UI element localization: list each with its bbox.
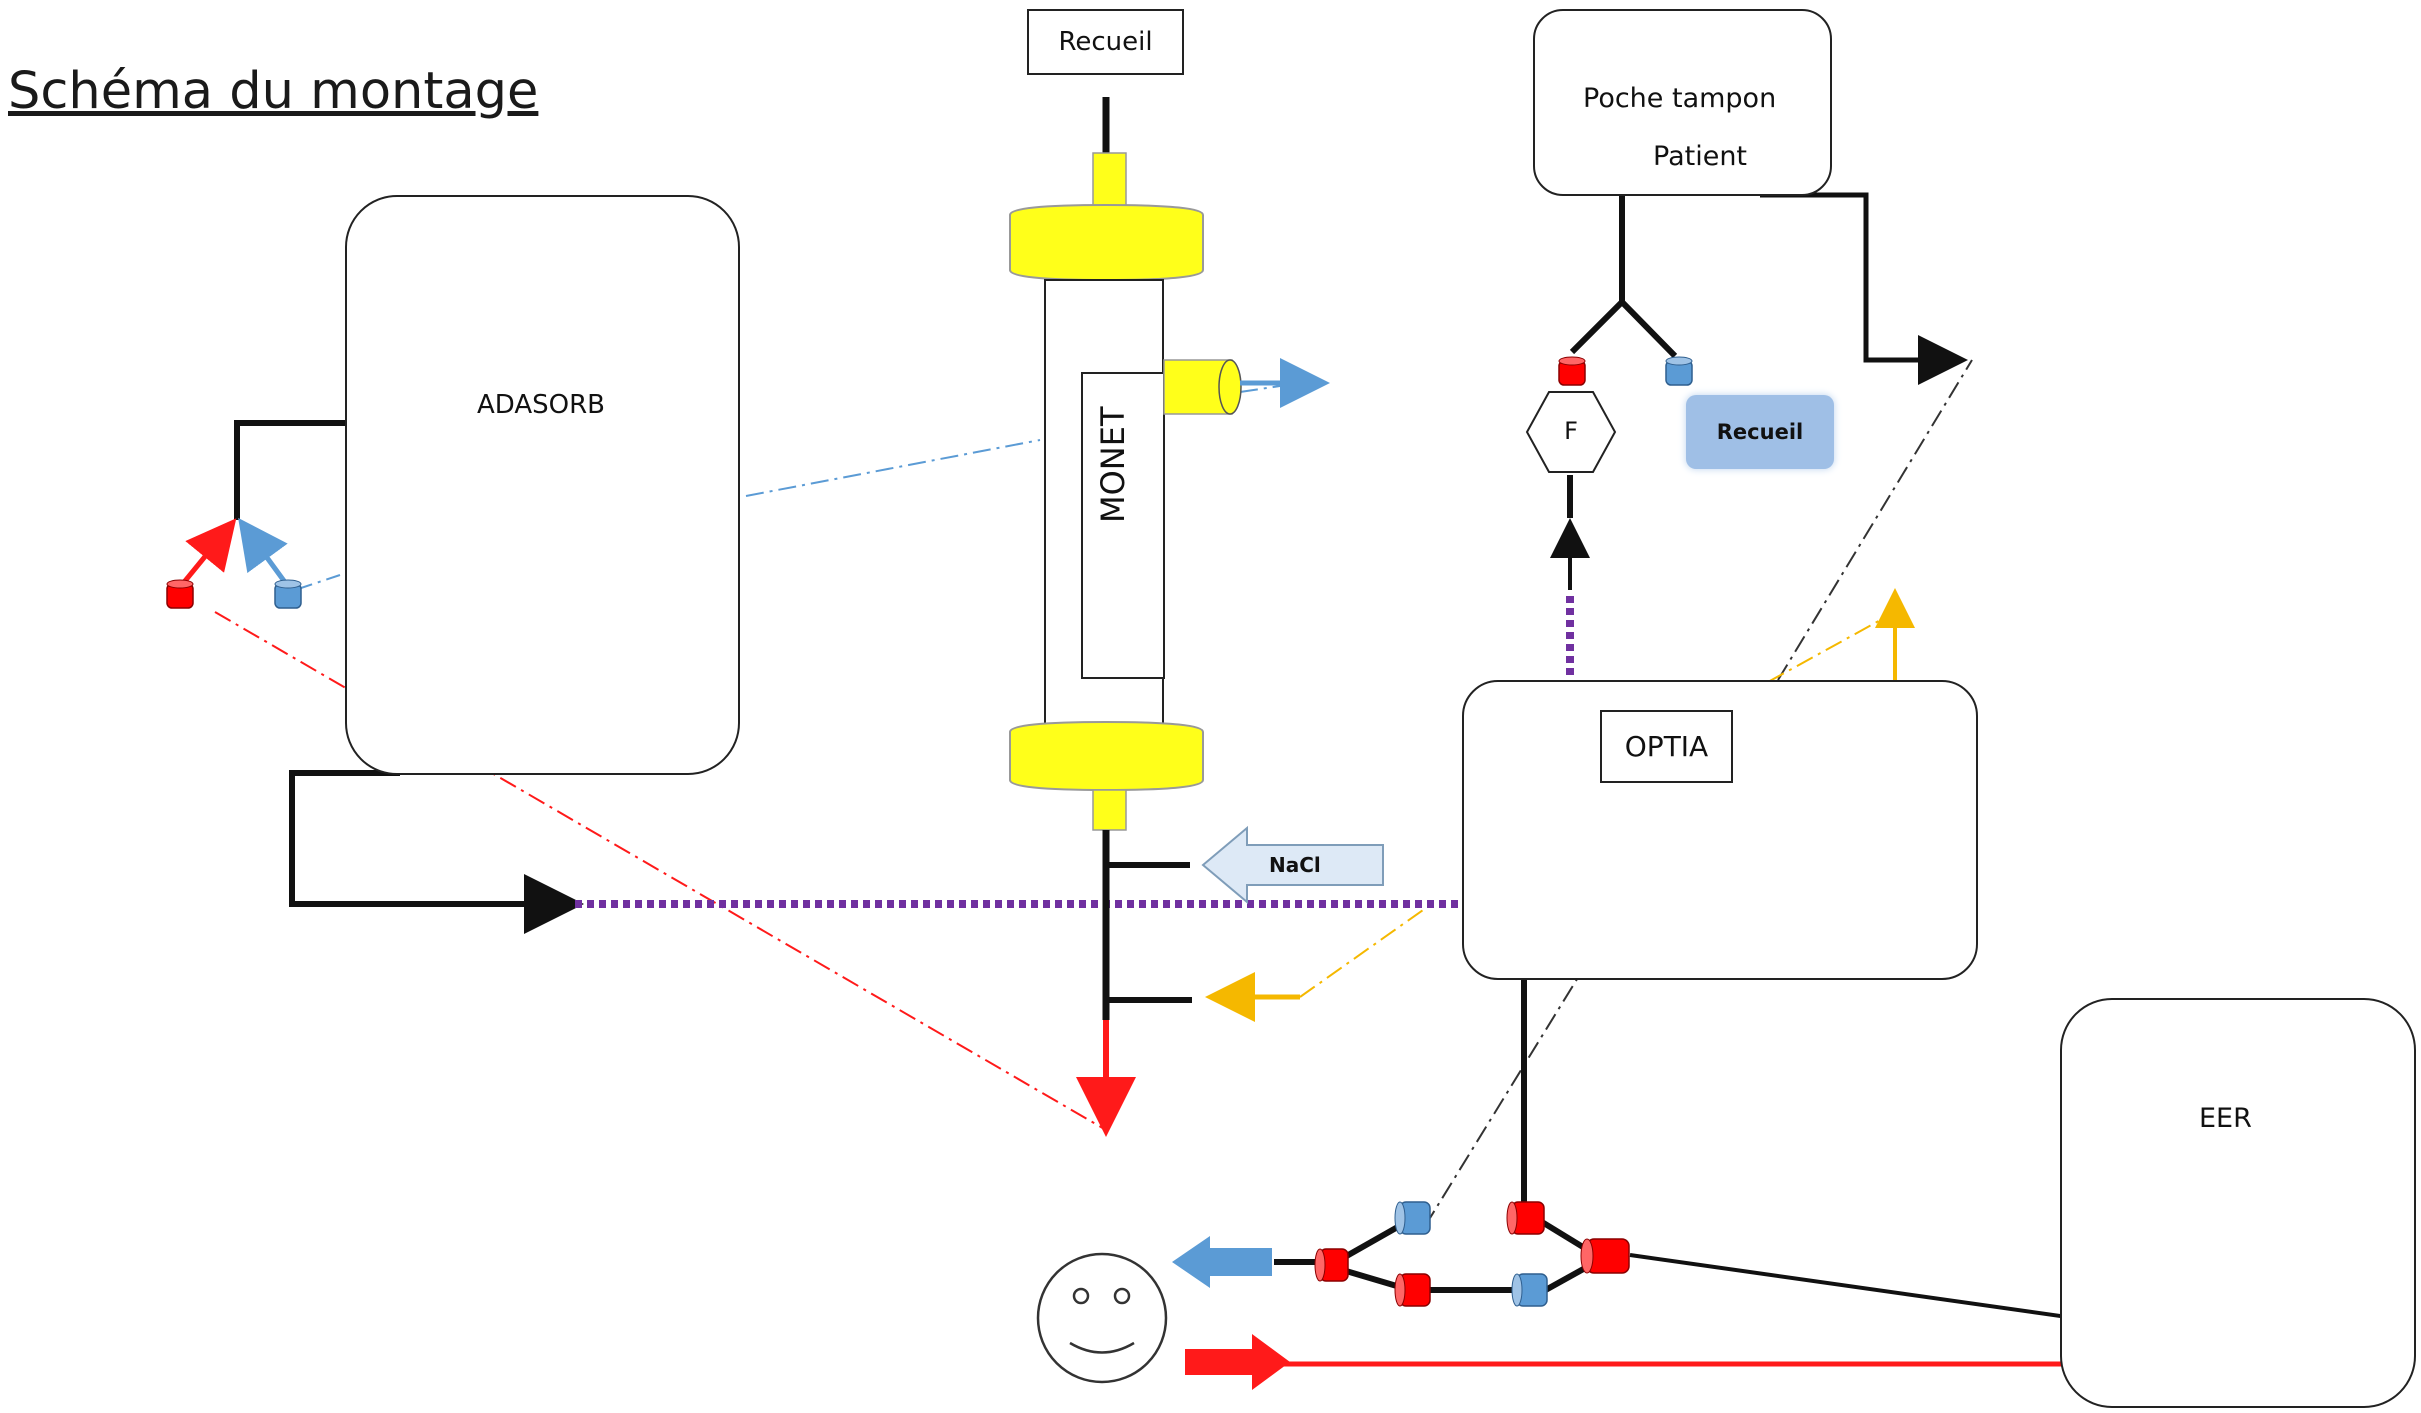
red-connector bbox=[1558, 356, 1586, 386]
red-connector bbox=[1394, 1273, 1431, 1307]
monet-label: MONET bbox=[1094, 406, 1132, 524]
red-connector bbox=[1580, 1238, 1630, 1274]
diagram-title: Schéma du montage bbox=[8, 62, 539, 121]
poche-outlet-line bbox=[1569, 196, 1625, 355]
recueil-top-label: Recueil bbox=[1058, 27, 1153, 57]
eer-box: EER bbox=[2060, 998, 2416, 1408]
monet-inner-box bbox=[1081, 372, 1165, 679]
adasorb-outlet-line bbox=[234, 420, 345, 520]
poche-label-line2: Patient bbox=[1653, 141, 1748, 172]
blue-big-arrow bbox=[1172, 1236, 1272, 1288]
column-top-cap bbox=[1009, 203, 1204, 282]
red-connector bbox=[1506, 1201, 1545, 1235]
column-side-port bbox=[1163, 359, 1233, 415]
nacl-arrow-shape bbox=[1201, 825, 1384, 905]
red-connector bbox=[1314, 1248, 1349, 1282]
blue-return-arrow bbox=[238, 517, 290, 587]
blue-connector bbox=[1665, 356, 1693, 386]
blue-connector bbox=[1394, 1201, 1431, 1235]
filter-label: F bbox=[1564, 417, 1578, 445]
red-connector bbox=[166, 579, 194, 609]
blue-connector bbox=[274, 579, 302, 609]
adasorb-inlet-line bbox=[289, 770, 584, 934]
poche-right-line bbox=[1760, 192, 1968, 385]
poche-tampon-box: Poche tampon Patient bbox=[1533, 9, 1832, 196]
recueil-blue-box: Recueil bbox=[1686, 395, 1834, 469]
optia-label-box: OPTIA bbox=[1600, 710, 1733, 783]
smiley-face-icon bbox=[1036, 1252, 1168, 1384]
hexagon-filter-icon bbox=[1525, 391, 1617, 473]
recueil-blue-label: Recueil bbox=[1716, 420, 1804, 444]
adasorb-box: ADASORB bbox=[345, 195, 740, 775]
column-bottom-port bbox=[1092, 789, 1127, 831]
recueil-top-box: Recueil bbox=[1027, 9, 1184, 75]
eer-label: EER bbox=[2199, 1103, 2252, 1134]
poche-label-line1: Poche tampon bbox=[1583, 83, 1777, 114]
optia-label: OPTIA bbox=[1624, 730, 1709, 763]
nacl-label: NaCl bbox=[1269, 853, 1321, 877]
blue-connector bbox=[1511, 1273, 1548, 1307]
red-big-arrow bbox=[1185, 1334, 1290, 1390]
adasorb-label: ADASORB bbox=[477, 390, 606, 420]
column-bottom-cap bbox=[1009, 720, 1204, 792]
